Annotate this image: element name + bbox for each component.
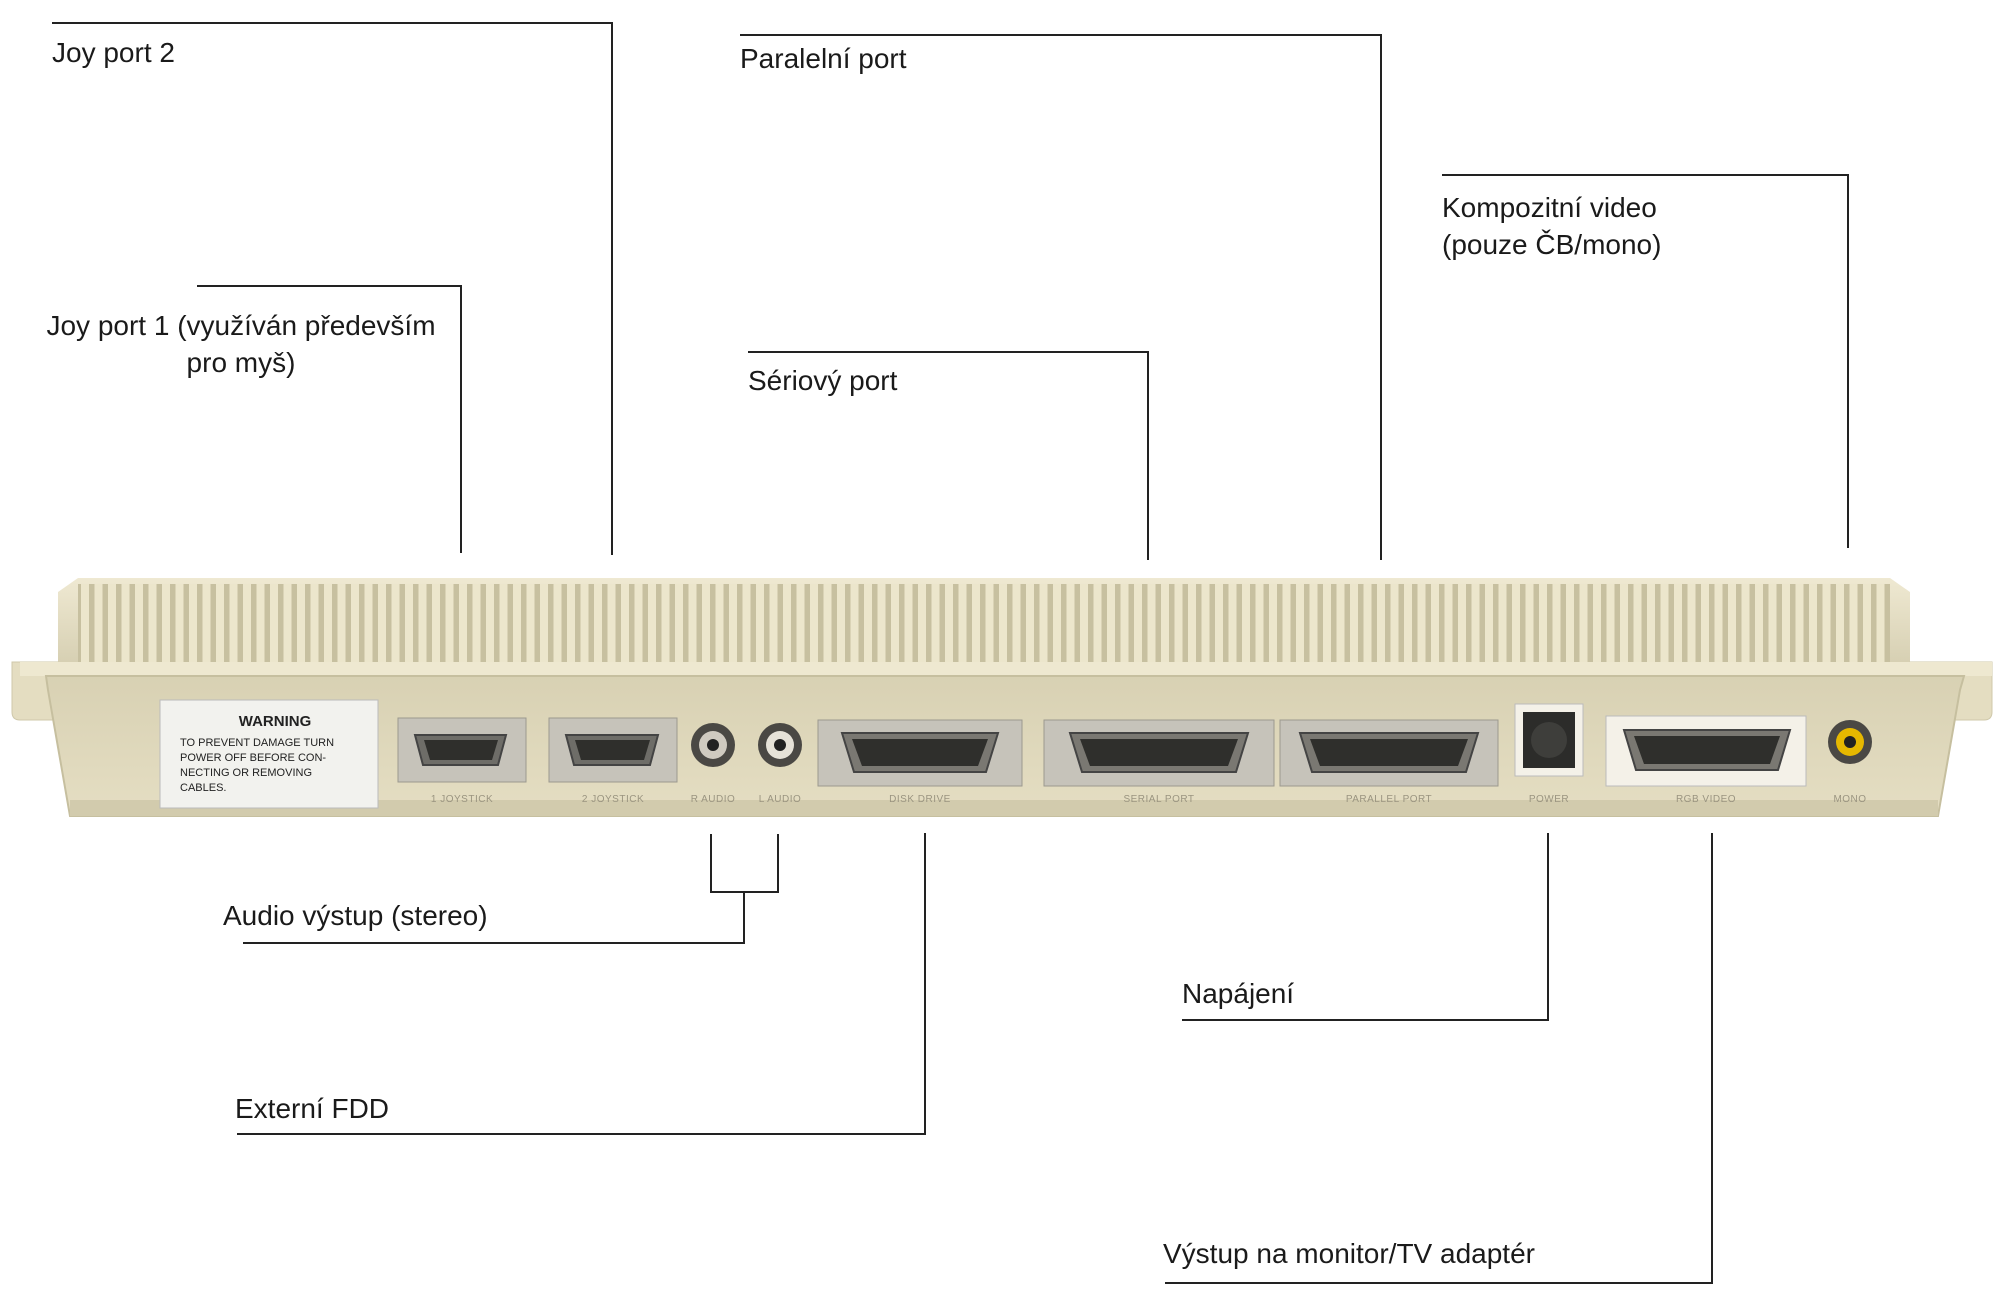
l-audio-jack — [758, 723, 802, 767]
callout-joy1-line1: Joy port 1 (využíván především — [46, 310, 436, 341]
port-label-serial: SERIAL PORT — [1123, 794, 1194, 805]
parallel-port — [1279, 719, 1499, 787]
warning-line-4: CABLES. — [180, 782, 226, 794]
leader-composite — [1442, 174, 1849, 548]
callout-joy2: Joy port 2 — [52, 37, 175, 68]
r-audio-jack — [691, 723, 735, 767]
joystick-port-1 — [397, 717, 527, 783]
leader-joy2 — [52, 22, 613, 555]
callout-joy1-line2: pro myš) — [186, 347, 296, 378]
callout-composite-line2: (pouze ČB/mono) — [1442, 229, 1662, 260]
callout-serial: Sériový port — [748, 365, 898, 396]
port-label-joy1: 1 JOYSTICK — [431, 794, 493, 805]
callout-composite-line1: Kompozitní video — [1442, 192, 1657, 223]
port-label-laudio: L AUDIO — [759, 794, 802, 805]
leader-power — [1182, 833, 1549, 1021]
port-label-parallel: PARALLEL PORT — [1346, 794, 1432, 805]
warning-line-3: NECTING OR REMOVING — [180, 767, 312, 779]
callout-parallel: Paralelní port — [740, 43, 907, 74]
callout-composite: Kompozitní video (pouze ČB/mono) — [1442, 189, 1661, 263]
leader-serial — [748, 351, 1149, 560]
port-label-raudio: R AUDIO — [691, 794, 736, 805]
leader-parallel — [740, 34, 1382, 560]
port-label-mono: MONO — [1833, 794, 1866, 805]
rgb-video-port — [1605, 715, 1807, 787]
leader-monitor — [1165, 833, 1713, 1284]
warning-title: WARNING — [239, 713, 312, 730]
warning-line-2: POWER OFF BEFORE CON- — [180, 752, 326, 764]
warning-sticker: WARNING TO PREVENT DAMAGE TURN POWER OFF… — [159, 699, 379, 809]
warning-line-1: TO PREVENT DAMAGE TURN — [180, 737, 334, 749]
casing-lip — [20, 662, 1992, 676]
disk-drive-port — [817, 719, 1023, 787]
serial-port — [1043, 719, 1275, 787]
port-label-rgb: RGB VIDEO — [1676, 794, 1736, 805]
joystick-port-2 — [548, 717, 678, 783]
callout-monitor: Výstup na monitor/TV adaptér — [1163, 1238, 1535, 1269]
port-label-disk: DISK DRIVE — [889, 794, 951, 805]
leader-fdd — [237, 833, 926, 1135]
port-label-joy2: 2 JOYSTICK — [582, 794, 644, 805]
vent-slots — [78, 584, 1890, 666]
mono-video-jack — [1828, 720, 1872, 764]
callout-audio: Audio výstup (stereo) — [223, 900, 488, 931]
callout-fdd: Externí FDD — [235, 1093, 390, 1124]
power-socket — [1514, 703, 1584, 777]
callout-joy1: Joy port 1 (využíván především pro myš) — [46, 307, 436, 381]
leader-joy1 — [197, 285, 462, 553]
leader-audio — [243, 892, 745, 944]
callout-power: Napájení — [1182, 978, 1295, 1009]
port-label-power: POWER — [1529, 794, 1569, 805]
